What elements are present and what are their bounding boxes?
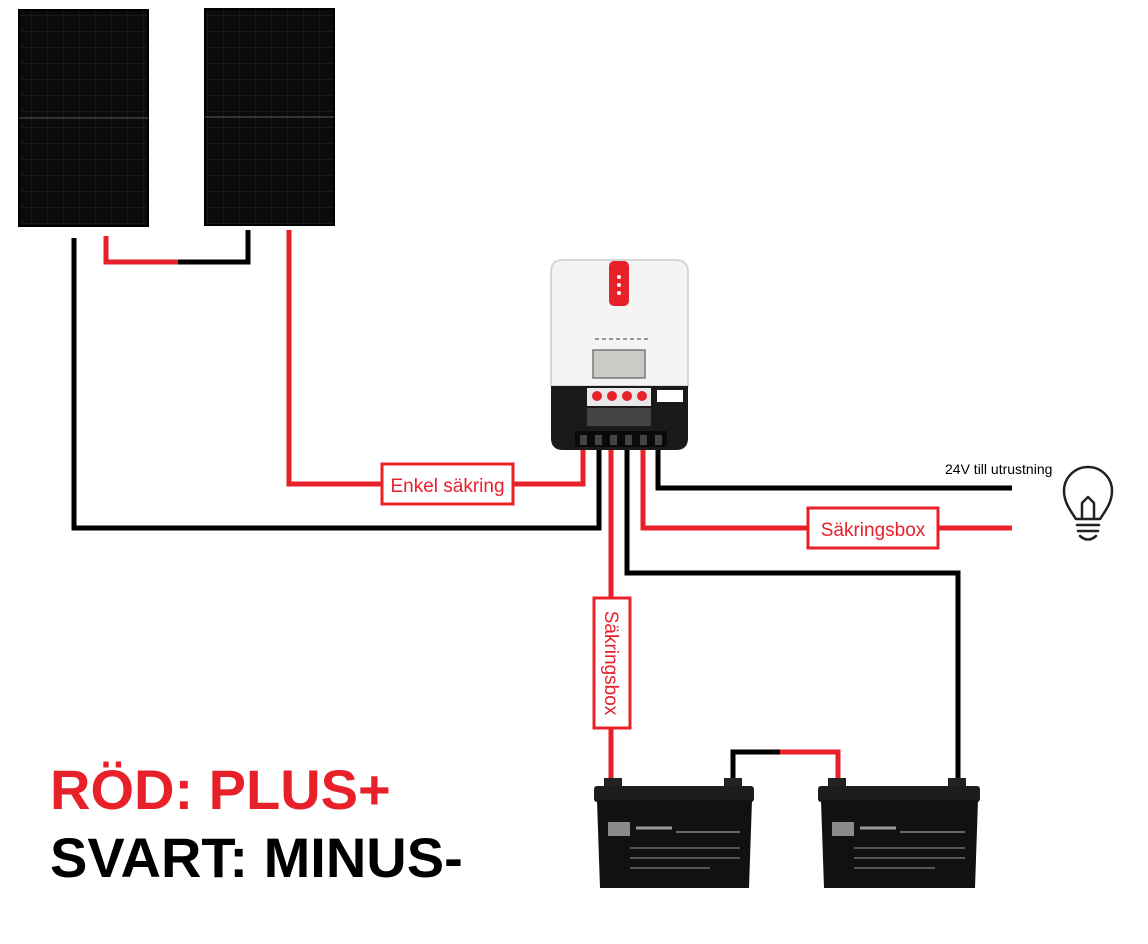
battery-series-link-minus xyxy=(730,749,780,780)
fuse-to-controller-plus xyxy=(513,448,586,487)
controller-lcd-screen xyxy=(592,349,646,379)
battery-fuse-label: Säkringsbox xyxy=(600,611,621,716)
controller-button-2 xyxy=(607,391,617,401)
battery-series-link-plus xyxy=(780,749,841,778)
solar-panel-left xyxy=(18,9,149,227)
single-fuse-box: Enkel säkring xyxy=(380,462,515,506)
controller-button-1 xyxy=(592,391,602,401)
controller-button-3 xyxy=(622,391,632,401)
panel-series-link-plus xyxy=(103,236,178,265)
controller-to-load-fuse xyxy=(640,448,808,531)
battery-minus-to-controller xyxy=(624,448,961,778)
load-minus-wire xyxy=(655,448,1012,491)
panel-minus-to-controller xyxy=(71,238,602,531)
panel-series-link-minus xyxy=(178,230,251,265)
battery-left xyxy=(594,778,754,888)
battery-fuse-box: Säkringsbox xyxy=(592,596,632,730)
light-bulb-icon xyxy=(1062,465,1114,541)
single-fuse-label: Enkel säkring xyxy=(390,476,504,497)
load-output-label: 24V till utrustning xyxy=(945,461,1052,477)
load-fuse-label: Säkringsbox xyxy=(821,520,926,541)
panel-plus-to-fuse xyxy=(286,230,382,487)
minus-wires xyxy=(71,230,1012,780)
load-fuse-box: Säkringsbox xyxy=(806,506,940,550)
battery-right xyxy=(818,778,980,888)
plus-wires xyxy=(103,230,1012,782)
charge-controller xyxy=(550,259,689,450)
legend-plus: RÖD: PLUS+ xyxy=(50,758,391,821)
legend-minus: SVART: MINUS- xyxy=(50,826,463,889)
solar-panel-right xyxy=(204,8,335,226)
controller-button-4 xyxy=(637,391,647,401)
